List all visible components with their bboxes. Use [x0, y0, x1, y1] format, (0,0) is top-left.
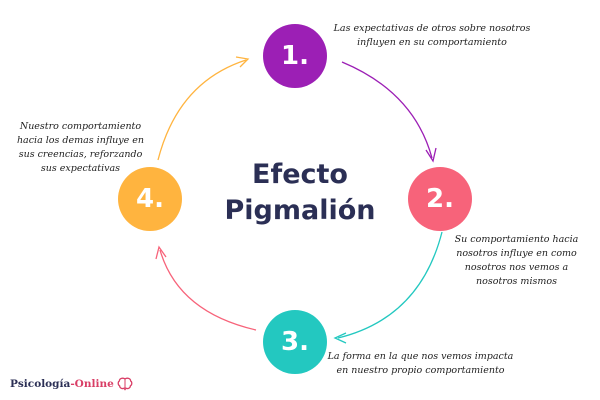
arrowhead-step3-to-step4 — [155, 245, 167, 260]
arrowhead-step2-to-step3 — [333, 332, 347, 344]
step-2-text-line: nosotros mismos — [476, 276, 557, 287]
brand-logo: Psicología -Online — [10, 376, 133, 392]
step-2-text-line: nosotros nos vemos a — [464, 262, 569, 273]
arrow-step3-to-step4 — [159, 249, 257, 331]
step-3-text-line: La forma en la que nos vemos impacta — [327, 351, 514, 362]
step-2-circle: 2. — [408, 167, 472, 231]
brand-name-part1: Psicología — [10, 378, 71, 390]
brain-icon — [117, 377, 133, 391]
step-4-circle: 4. — [118, 167, 182, 231]
step-3-circle: 3. — [263, 310, 327, 374]
step-3-description: La forma en la que nos vemos impacta en … — [318, 350, 523, 378]
step-4-text-line: hacia los demas influye en — [16, 135, 145, 146]
step-2-text-line: nosotros influye en como — [456, 248, 577, 259]
title-line-1: Efecto — [252, 159, 348, 190]
title-line-2: Pigmalión — [224, 195, 376, 226]
step-2-text-line: Su comportamiento hacia — [454, 234, 579, 245]
arrowhead-step1-to-step2 — [425, 147, 437, 163]
step-4-description: Nuestro comportamiento hacia los demas i… — [8, 120, 153, 176]
step-3-text-line: en nuestro propio comportamiento — [336, 365, 505, 376]
arrow-step1-to-step2 — [341, 61, 433, 159]
arrowhead-step4-to-step1 — [235, 56, 250, 68]
step-4-text-line: Nuestro comportamiento — [19, 121, 142, 132]
brand-name-part2: -Online — [70, 378, 114, 390]
arrow-step2-to-step3 — [337, 231, 443, 339]
step-1-circle: 1. — [263, 24, 327, 88]
step-1-description: Las expectativas de otros sobre nosotros… — [327, 22, 537, 50]
step-1-text-line: Las expectativas de otros sobre nosotros — [333, 23, 531, 34]
diagram-title: Efecto Pigmalión — [200, 157, 400, 229]
step-2-description: Su comportamiento hacia nosotros influye… — [444, 233, 589, 289]
step-1-text-line: influyen en su comportamiento — [357, 37, 507, 48]
arrow-step4-to-step1 — [157, 59, 247, 161]
step-4-text-line: sus creencias, reforzando — [18, 149, 143, 160]
step-4-text-line: sus expectativas — [40, 163, 121, 174]
